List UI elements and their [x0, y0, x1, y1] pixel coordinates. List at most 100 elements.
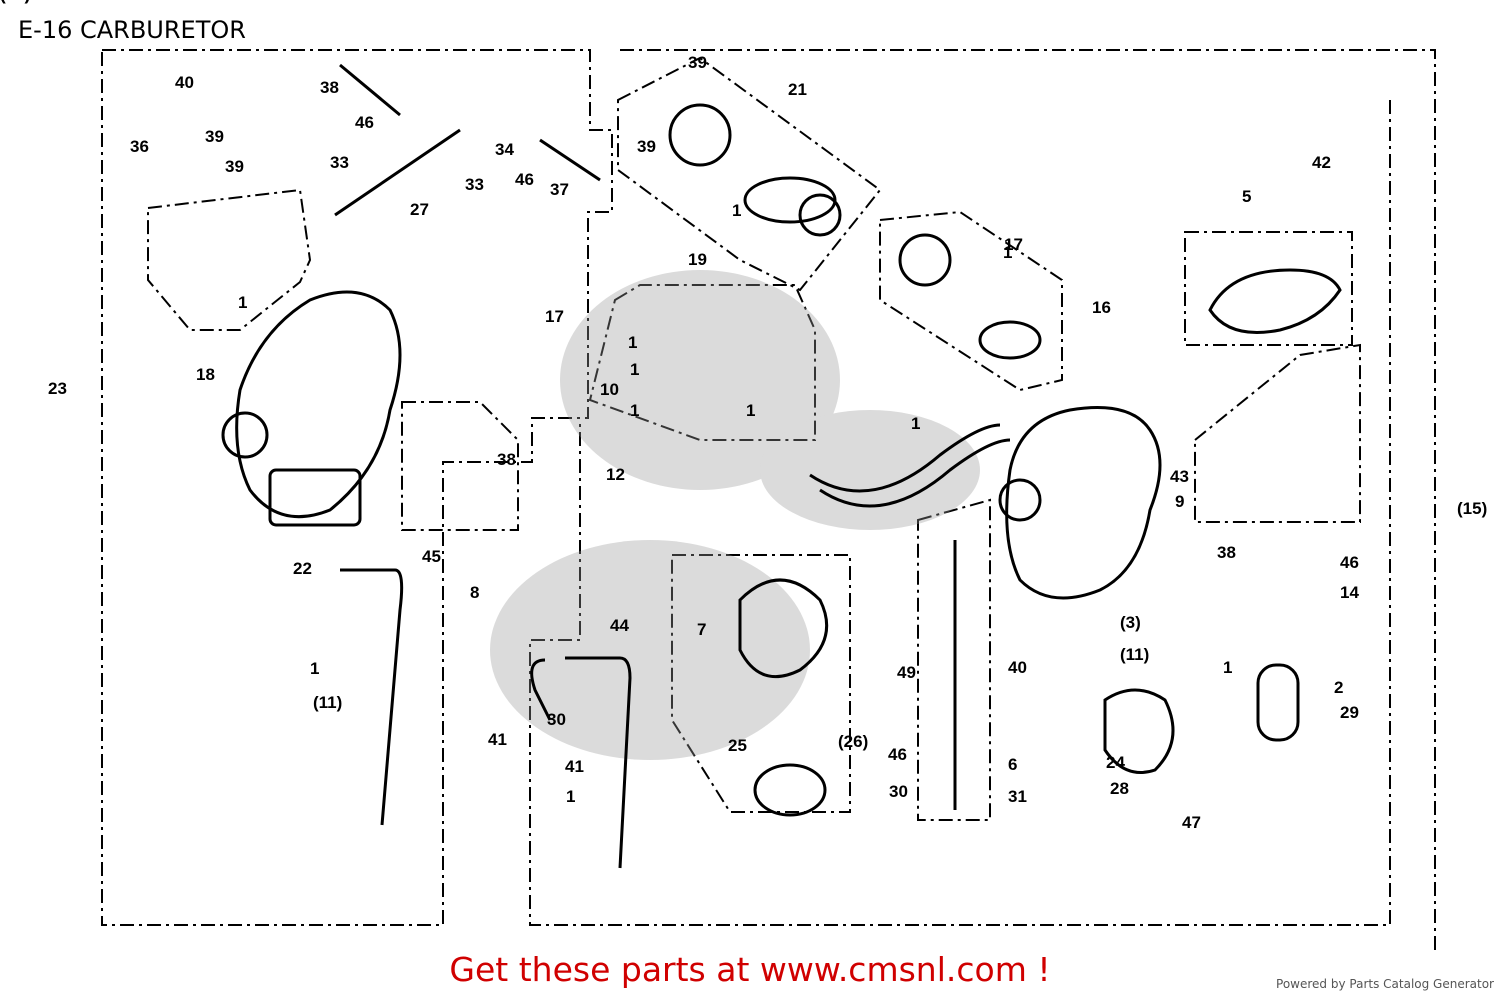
callout-label: 29: [1340, 703, 1359, 722]
callout-label: 42: [1312, 153, 1331, 172]
diaphragm: [798, 193, 842, 237]
float-25: [1256, 663, 1300, 742]
top-cover-5: [1208, 268, 1342, 334]
needle-valve-assembly: [738, 578, 829, 679]
callout-label: 30: [547, 710, 566, 729]
get-parts-link[interactable]: Get these parts at www.cmsnl.com !: [449, 950, 1051, 989]
left-carburetor-intake: [221, 411, 269, 459]
gasket-shadow-mid: [760, 410, 980, 530]
kit-box-6: [671, 554, 851, 813]
callout-label: (3): [1120, 613, 1141, 632]
kit-box-19: [588, 284, 816, 441]
callout-label: 1: [238, 293, 247, 312]
right-assembly-boundary: [620, 49, 1440, 951]
cover-16: [898, 233, 952, 287]
callout-label: 41: [565, 757, 584, 776]
callout-label: (48): [0, 0, 30, 4]
link-12b: [819, 438, 1011, 508]
hose-29: [340, 568, 404, 826]
powered-by-credit: Powered by Parts Catalog Generator: [1276, 977, 1494, 991]
callout-label: 39: [637, 137, 656, 156]
vacuum-piston: [743, 176, 837, 224]
bowl-6: [753, 763, 827, 817]
page-title: E-16 CARBURETOR: [18, 16, 246, 44]
callout-label: 46: [515, 170, 534, 189]
callout-label: 1: [630, 360, 639, 379]
callout-label: 1: [310, 659, 319, 678]
callout-label: 30: [889, 782, 908, 801]
callout-label: 33: [330, 153, 349, 172]
hose-28: [565, 656, 632, 869]
choke-cover: [668, 103, 732, 167]
callout-label: 27: [410, 200, 429, 219]
callout-label: 5: [1242, 187, 1251, 206]
callout-label: 40: [175, 73, 194, 92]
link-12: [809, 423, 1001, 493]
callout-label: 38: [320, 78, 339, 97]
callout-label: 22: [293, 559, 312, 578]
callout-label: 40: [1008, 658, 1027, 677]
callout-label: 18: [196, 365, 215, 384]
callout-label: 39: [225, 157, 244, 176]
right-carburetor-intake: [998, 478, 1042, 522]
callout-label: (11): [1120, 645, 1149, 664]
kit-box-21: [617, 56, 882, 292]
kit-box-5: [1184, 231, 1353, 346]
gasket-31: [1103, 688, 1175, 774]
callout-label: 43: [1170, 467, 1189, 486]
gasket-shadow-lower: [490, 540, 810, 760]
right-carburetor-body: [1005, 406, 1162, 600]
callout-label: 23: [48, 379, 67, 398]
callout-label: 28: [1110, 779, 1129, 798]
hose-37: [539, 138, 601, 182]
callout-label: 1: [746, 401, 755, 420]
callout-label: 4: [0, 0, 10, 4]
callout-label: 16: [1092, 298, 1111, 317]
callout-label: 46: [355, 113, 374, 132]
callout-label: 39: [688, 53, 707, 72]
callout-label: 1: [566, 787, 575, 806]
callout-label: 49: [897, 663, 916, 682]
kit-box-16: [879, 210, 1063, 392]
callout-label: (15): [1457, 499, 1487, 518]
callout-label: 19: [688, 250, 707, 269]
gasket-shadow-upper: [560, 270, 840, 490]
hose-24: [530, 658, 552, 721]
callout-label: 1: [911, 414, 920, 433]
callout-label: 41: [488, 730, 507, 749]
callout-label: 44: [610, 616, 629, 635]
callout-label: 1: [630, 401, 639, 420]
left-assembly-boundary: [101, 49, 613, 926]
callout-label: 25: [728, 736, 747, 755]
callout-label: 1: [1223, 658, 1232, 677]
callout-label: 6: [1008, 755, 1017, 774]
callout-label: 36: [130, 137, 149, 156]
callout-label: 1: [628, 333, 637, 352]
callout-label: 9: [1175, 492, 1184, 511]
callout-label: 24: [1106, 753, 1125, 772]
callout-label: 14: [1340, 583, 1359, 602]
spring-16: [978, 320, 1042, 360]
callout-label: 31: [1008, 787, 1027, 806]
callout-label: (11): [313, 693, 342, 712]
callout-label: 1: [732, 201, 741, 220]
callout-label: 34: [495, 140, 514, 159]
hose-36: [339, 63, 401, 117]
callout-label: 1: [1003, 243, 1012, 262]
callout-label: 17: [1004, 235, 1023, 254]
kit-box-9: [1194, 343, 1361, 523]
callout-label: (32): [0, 0, 30, 4]
callout-label: 46: [1340, 553, 1359, 572]
callout-label: 39: [205, 127, 224, 146]
left-bowl: [268, 468, 362, 527]
callout-label: 12: [606, 465, 625, 484]
callout-label: 45: [422, 547, 441, 566]
hose-27: [334, 128, 461, 217]
callout-label: 47: [1182, 813, 1201, 832]
callout-label: 20: [0, 0, 19, 4]
callout-label: 7: [697, 620, 706, 639]
callout-label: 33: [465, 175, 484, 194]
callout-label: 8: [470, 583, 479, 602]
